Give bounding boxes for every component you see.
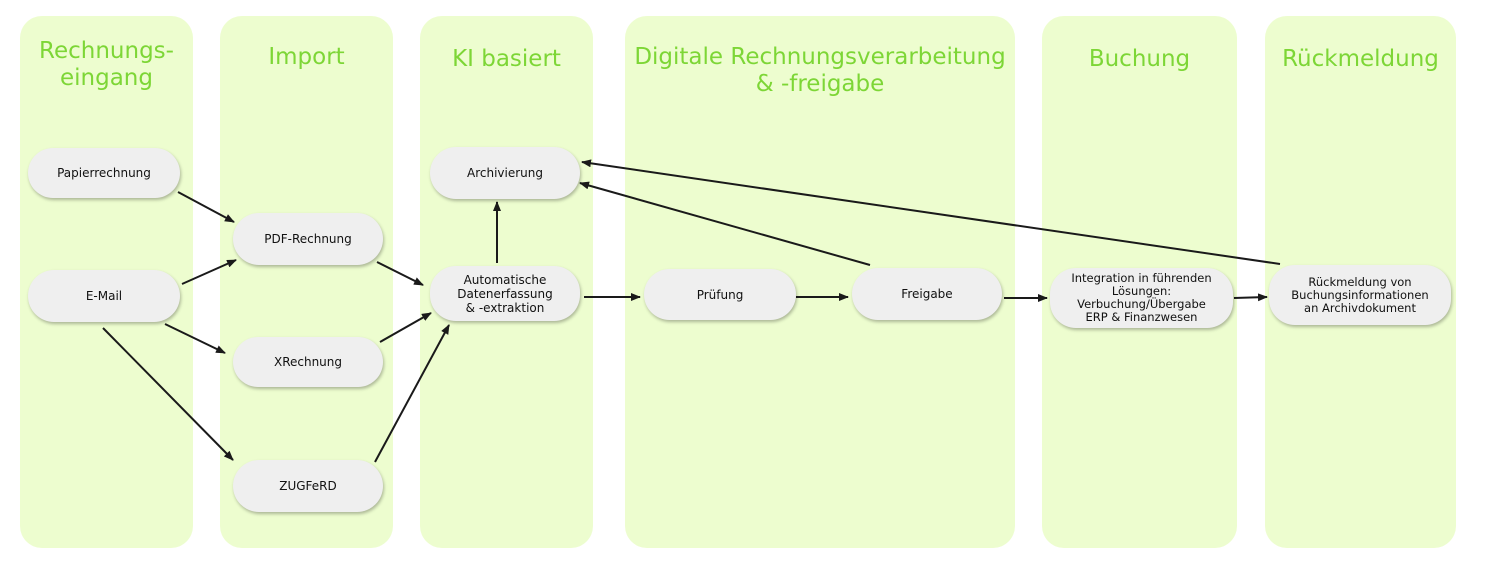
column-title-digitale-verarbeitung: Digitale Rechnungsverarbeitung & -freiga… xyxy=(634,44,1006,97)
node-email: E-Mail xyxy=(28,270,180,322)
column-title-rechnungseingang: Rechnungs- eingang xyxy=(39,38,174,91)
node-papierrechnung: Papierrechnung xyxy=(28,148,180,198)
column-title-import: Import xyxy=(268,44,345,70)
node-archivierung: Archivierung xyxy=(430,147,580,199)
node-pruefung: Prüfung xyxy=(644,269,796,320)
node-pdf-rechnung: PDF-Rechnung xyxy=(233,213,383,265)
node-freigabe: Freigabe xyxy=(852,268,1002,320)
node-zugferd: ZUGFeRD xyxy=(233,460,383,512)
node-xrechnung: XRechnung xyxy=(233,337,383,387)
arrow-integration-to-rueckmeldung xyxy=(1233,293,1268,302)
node-datenerfassung: Automatische Datenerfassung & -extraktio… xyxy=(430,266,580,321)
column-import: Import xyxy=(220,16,393,548)
node-rueckmeldung: Rückmeldung von Buchungsinformationen an… xyxy=(1269,265,1451,325)
column-title-rueckmeldung: Rückmeldung xyxy=(1282,46,1439,72)
column-title-ki-basiert: KI basiert xyxy=(452,46,561,72)
node-integration: Integration in führenden Lösungen: Verbu… xyxy=(1050,268,1233,328)
column-title-buchung: Buchung xyxy=(1088,46,1191,72)
